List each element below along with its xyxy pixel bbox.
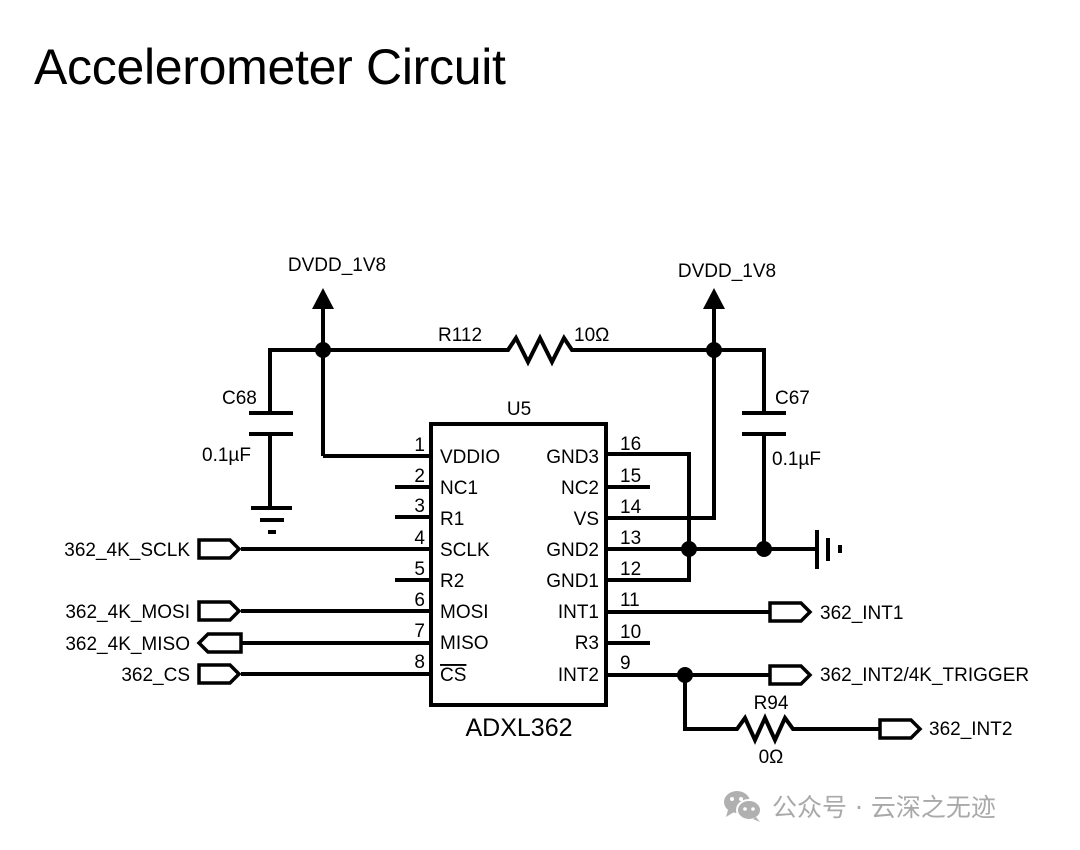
pin-num-11: 11: [620, 590, 640, 611]
pin-name-nc1: NC1: [440, 478, 478, 499]
port-mosi[interactable]: [197, 600, 242, 622]
pin-num-10: 10: [620, 622, 641, 643]
port-label-miso: 362_4K_MISO: [65, 634, 190, 655]
top-wire-left: [268, 348, 500, 411]
top-wire-right: [580, 348, 766, 413]
pin-num-6: 6: [414, 590, 425, 611]
pin-num-15: 15: [620, 466, 641, 487]
port-sclk[interactable]: [197, 538, 242, 560]
pin-num-8: 8: [414, 652, 425, 673]
pin-name-r2: R2: [440, 571, 464, 592]
power-arrow-right: [703, 288, 725, 309]
power-label-right: DVDD_1V8: [678, 261, 776, 282]
port-int2-trigger[interactable]: [768, 664, 813, 686]
pin-name-gnd1: GND1: [546, 571, 599, 592]
pin-num-4: 4: [414, 528, 425, 549]
port-label-int1: 362_INT1: [820, 603, 903, 624]
pin-name-miso: MISO: [440, 633, 489, 654]
pin-num-7: 7: [414, 621, 425, 642]
r94-value: 0Ω: [759, 747, 784, 768]
pin-num-12: 12: [620, 559, 641, 580]
pin-num-16: 16: [620, 434, 641, 455]
pin-num-1: 1: [414, 435, 425, 456]
c67-ref: C67: [775, 388, 810, 409]
port-label-int2-trigger: 362_INT2/4K_TRIGGER: [820, 665, 1029, 686]
port-label-cs: 362_CS: [121, 665, 190, 686]
r94-ref: R94: [754, 693, 789, 714]
port-label-mosi: 362_4K_MOSI: [65, 602, 190, 623]
c68-value: 0.1µF: [202, 445, 251, 466]
pin-num-3: 3: [414, 496, 425, 517]
port-miso[interactable]: [196, 632, 243, 654]
watermark: 公众号 · 云深之无迹: [722, 788, 996, 824]
int2-branch: [683, 675, 730, 731]
pin-name-nc2: NC2: [561, 478, 599, 499]
pin-num-5: 5: [414, 559, 425, 580]
r112-value: 10Ω: [574, 325, 609, 346]
junction-left-rail: [315, 342, 331, 358]
junction-c67-gnd: [756, 541, 772, 557]
pin-name-r1: R1: [440, 509, 464, 530]
c67-value: 0.1µF: [772, 449, 821, 470]
chip-ref: U5: [507, 399, 531, 420]
port-label-sclk: 362_4K_SCLK: [64, 540, 190, 561]
page-title: Accelerometer Circuit: [34, 39, 506, 95]
pin-name-vddio: VDDIO: [440, 447, 500, 468]
pin-num-9: 9: [620, 653, 631, 674]
pin-name-vs: VS: [574, 509, 599, 530]
pin-num-13: 13: [620, 528, 641, 549]
junction-gnd-pins: [681, 541, 697, 557]
pin-14-wire: [606, 350, 716, 520]
r112-resistor: [500, 333, 580, 367]
chip-part: ADXL362: [465, 714, 572, 742]
r112-ref: R112: [438, 325, 482, 346]
pin-name-int2: INT2: [558, 665, 599, 686]
port-label-int2: 362_INT2: [929, 719, 1012, 740]
pin-num-2: 2: [414, 466, 425, 487]
pin-name-gnd2: GND2: [546, 540, 599, 561]
pin-name-gnd3: GND3: [546, 447, 599, 468]
junction-int2: [677, 667, 693, 683]
pin-name-cs: CS: [440, 665, 466, 686]
power-label-left: DVDD_1V8: [288, 255, 386, 276]
c68-ref: C68: [222, 388, 257, 409]
pin-num-14: 14: [620, 497, 642, 518]
pin-name-r3: R3: [575, 633, 599, 654]
watermark-text: 公众号 · 云深之无迹: [772, 793, 996, 822]
pin-name-int1: INT1: [558, 602, 599, 623]
pin-name-mosi: MOSI: [440, 602, 489, 623]
wechat-icon: [724, 791, 762, 822]
r94-resistor: [730, 713, 800, 745]
port-cs[interactable]: [197, 663, 242, 685]
power-arrow-left: [312, 288, 334, 309]
pin-name-sclk: SCLK: [440, 540, 490, 561]
chip-body: [429, 422, 608, 707]
port-int1[interactable]: [768, 601, 813, 623]
port-int2[interactable]: [878, 718, 923, 740]
junction-right-rail: [706, 342, 722, 358]
